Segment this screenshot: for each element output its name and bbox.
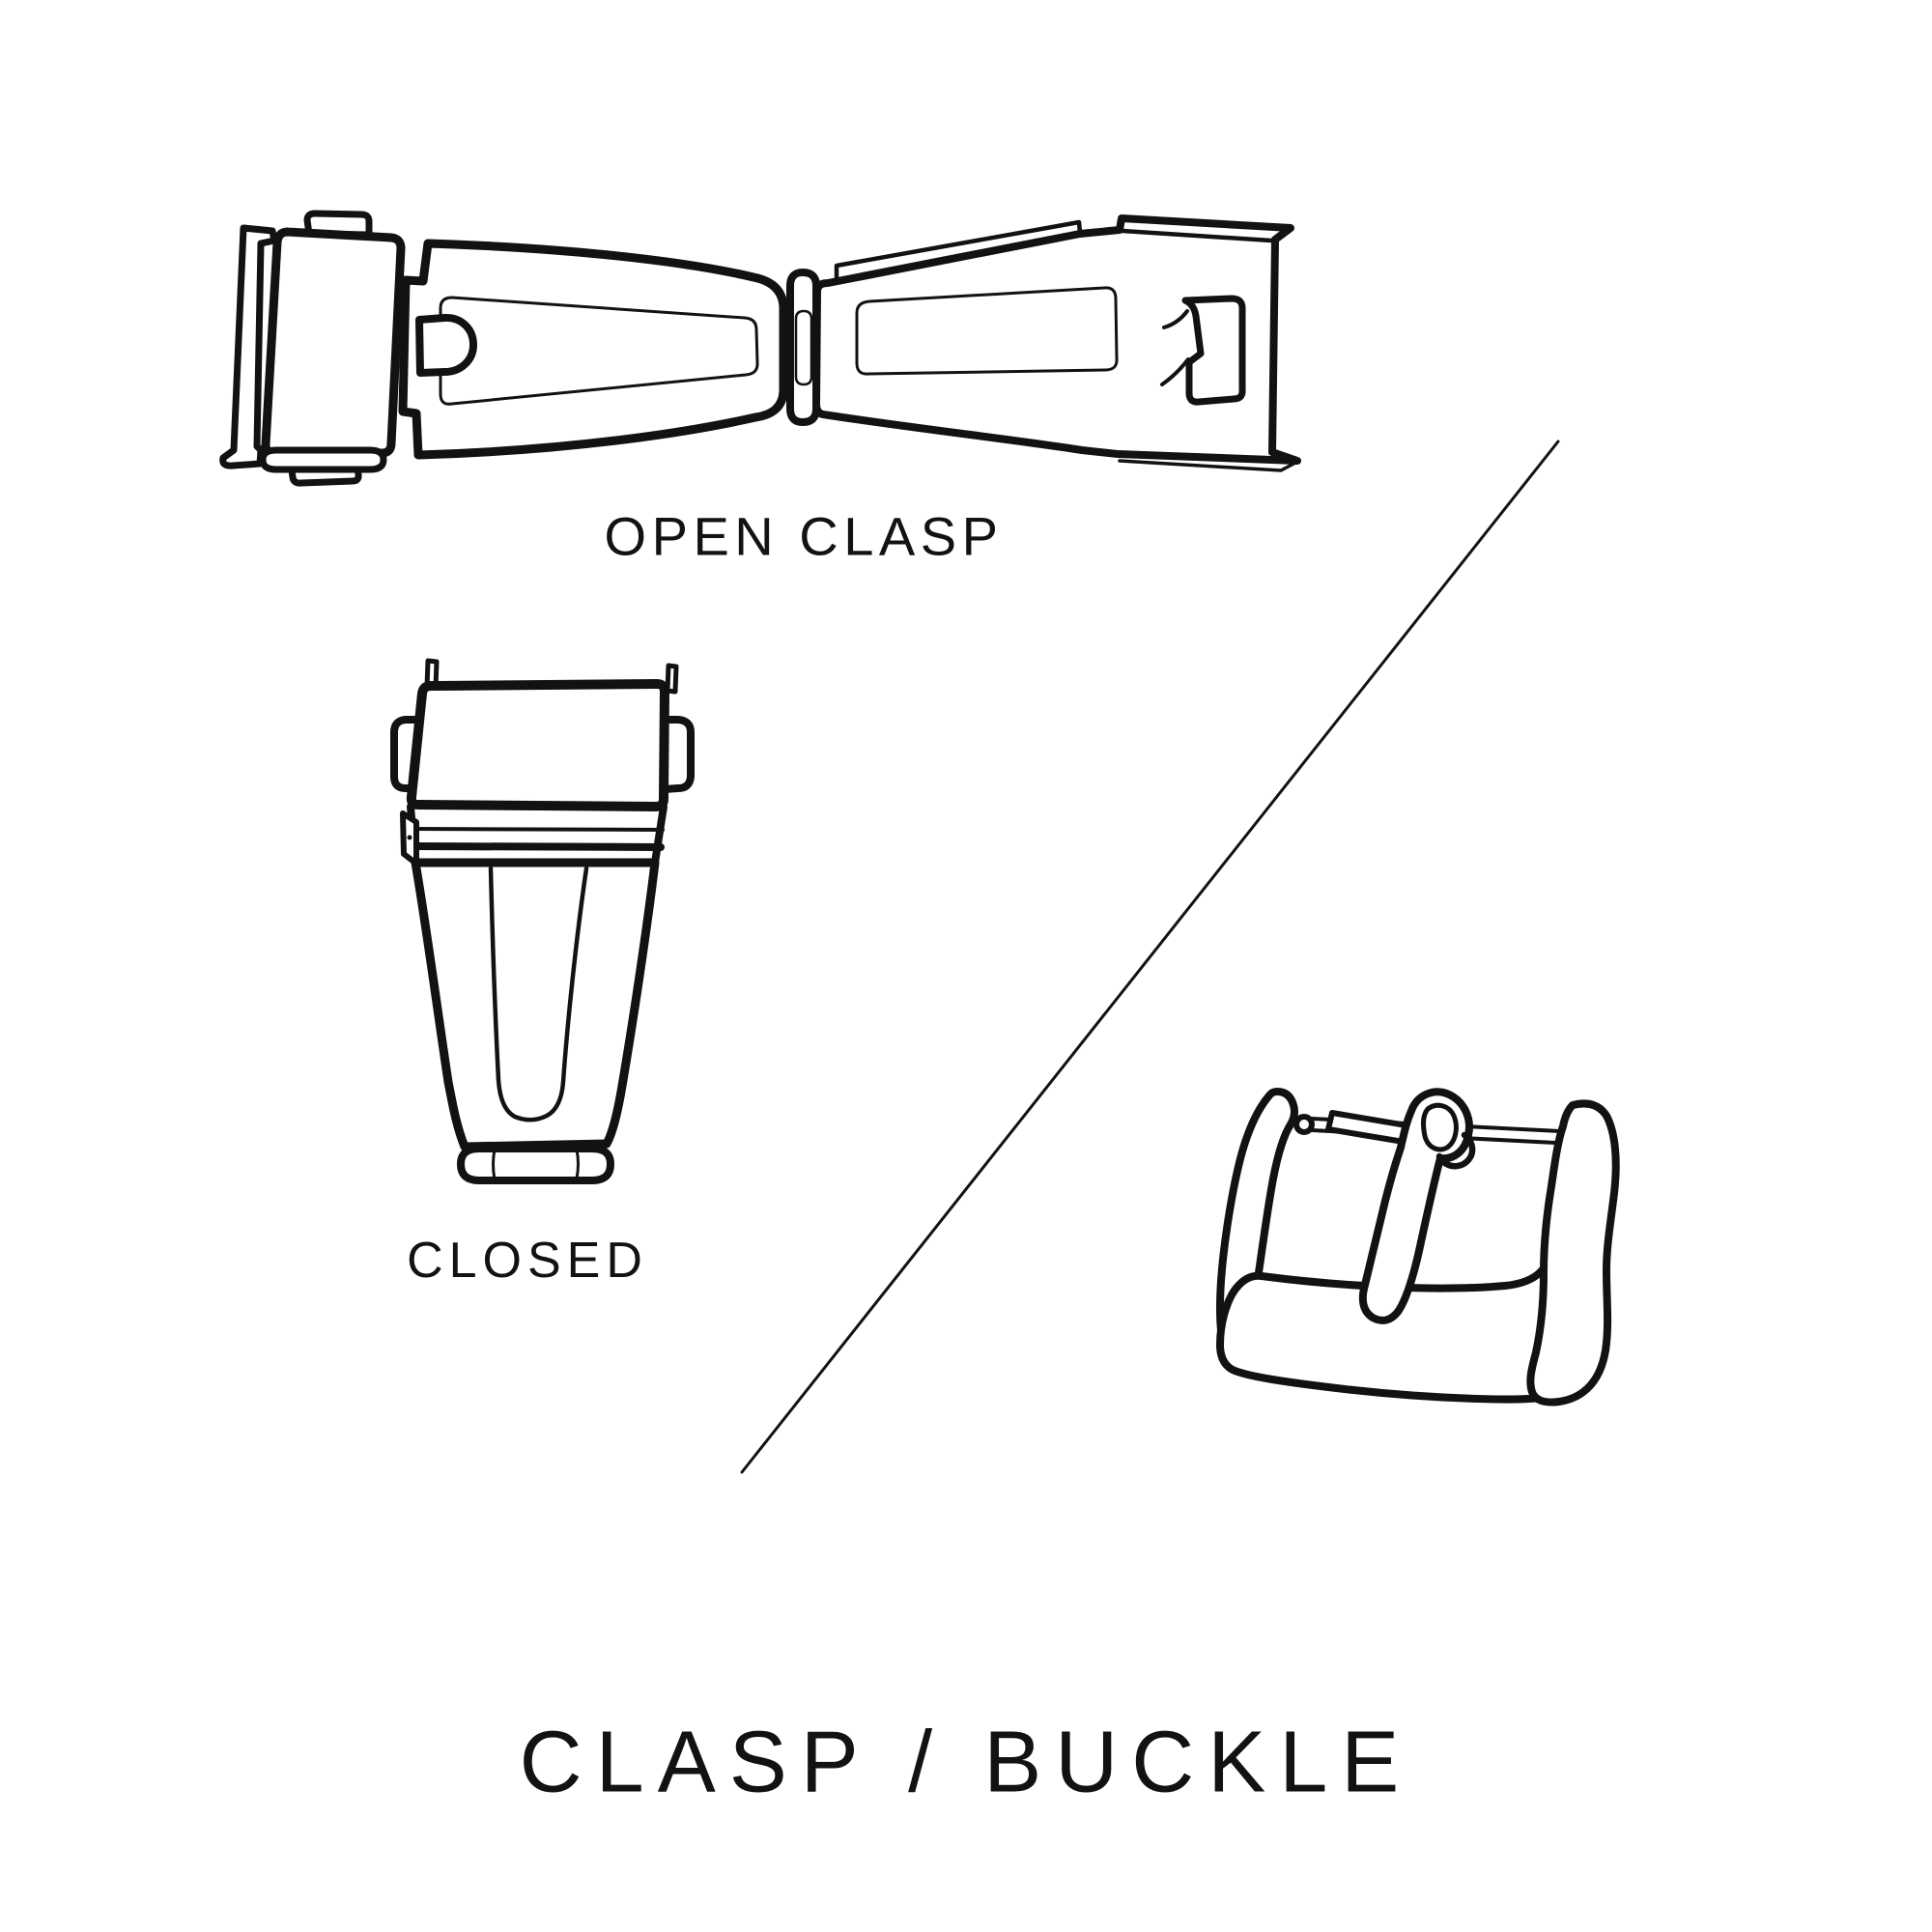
divider-line <box>740 440 1560 1474</box>
closed-label: CLOSED <box>407 1233 648 1289</box>
open-clasp-illustration <box>219 210 1301 487</box>
closed-clasp-illustration <box>390 658 695 1184</box>
buckle-illustration <box>1216 1088 1620 1406</box>
open-clasp-label: OPEN CLASP <box>604 505 1004 567</box>
page-title: CLASP / BUCKLE <box>519 1714 1413 1811</box>
